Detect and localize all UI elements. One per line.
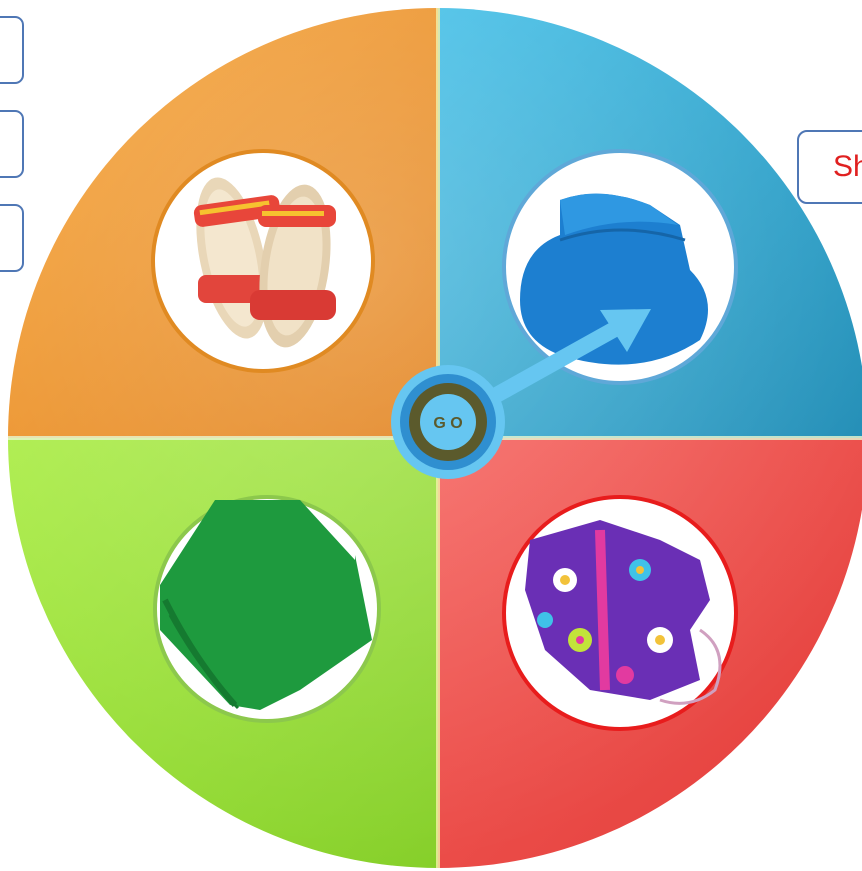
go-button[interactable]: G O <box>391 365 505 479</box>
shorts-icon[interactable] <box>153 495 381 723</box>
answer-label-text: Sh <box>833 150 862 183</box>
answer-box-1[interactable] <box>0 16 24 84</box>
answer-box-3[interactable] <box>0 204 24 272</box>
go-button-label: G O <box>433 415 462 432</box>
answer-label-box[interactable]: Sh <box>797 130 862 204</box>
sun-hat-icon[interactable] <box>502 149 738 385</box>
answer-box-2[interactable] <box>0 110 24 178</box>
swimsuit-icon[interactable] <box>502 495 738 731</box>
sandals-icon[interactable] <box>151 149 375 373</box>
